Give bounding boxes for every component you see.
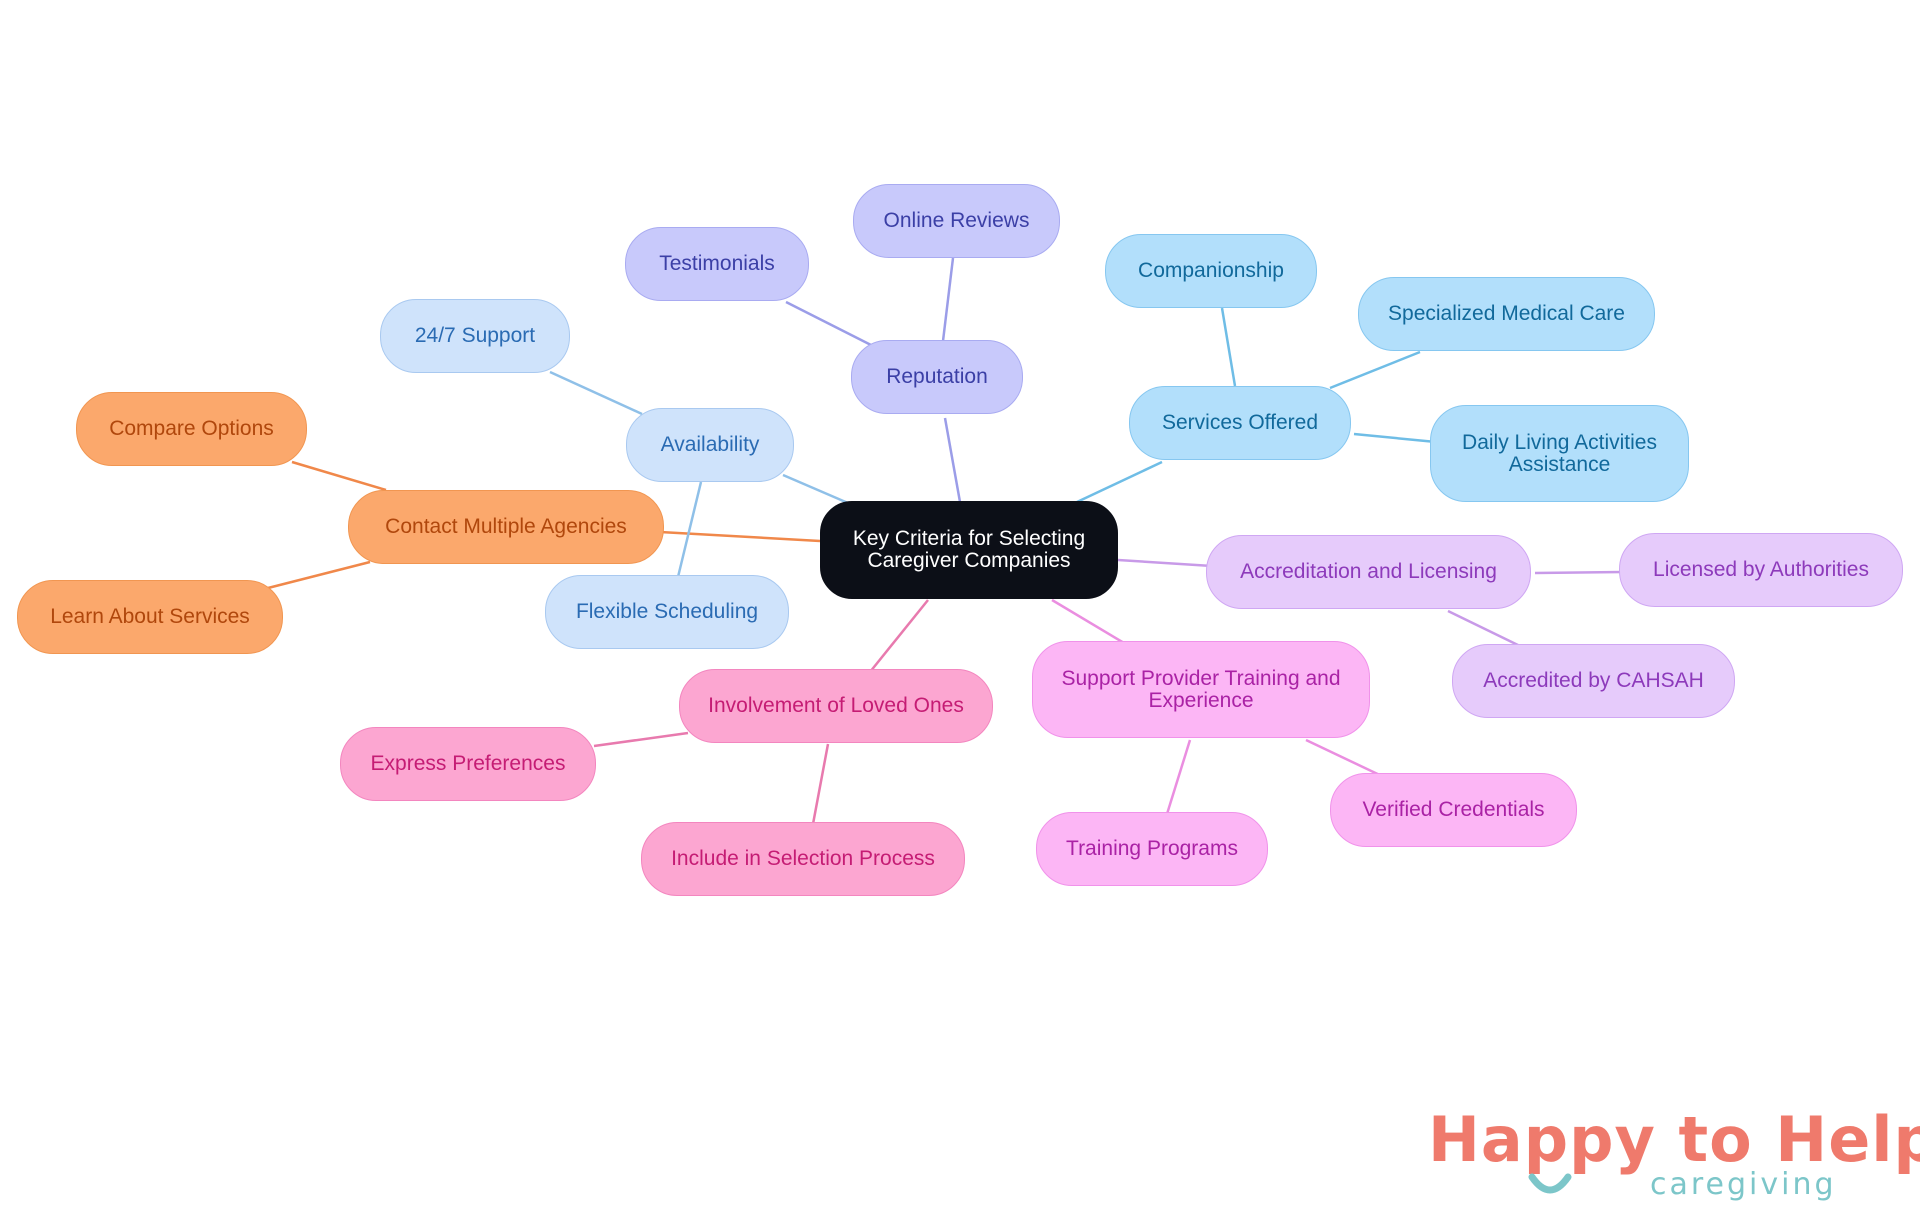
leaf-express-preferences[interactable]: Express Preferences [340,727,596,801]
edge-reputation-testimonials [785,300,872,347]
leaf-label: Flexible Scheduling [575,600,759,623]
edge-availability-flexible [676,481,703,578]
leaf-label: Accredited by CAHSAH [1483,669,1704,692]
leaf-label: Learn About Services [50,605,250,628]
edge-reputation-reviews [941,257,955,342]
leaf-label: Training Programs [1066,837,1238,860]
edge-training-credentials [1305,738,1387,780]
branch-label: Availability [660,433,760,456]
leaf-include-in-selection-process[interactable]: Include in Selection Process [641,822,965,896]
leaf-label: Licensed by Authorities [1653,558,1869,581]
edge-accreditation-cahsah [1447,609,1523,649]
leaf-label: Compare Options [109,417,274,440]
branch-label: Contact Multiple Agencies [385,515,627,538]
leaf-label: Online Reviews [883,209,1030,232]
leaf-label: Testimonials [659,252,775,275]
leaf-label: Companionship [1138,259,1284,282]
leaf-verified-credentials[interactable]: Verified Credentials [1330,773,1577,847]
edge-root-accreditation [1117,558,1213,568]
branch-label: Accreditation and Licensing [1240,560,1497,583]
leaf-daily-living-activities-assistance[interactable]: Daily Living Activities Assistance [1430,405,1689,502]
leaf-accredited-by-cahsah[interactable]: Accredited by CAHSAH [1452,644,1735,718]
edge-root-services [1076,460,1163,504]
leaf-label: Daily Living Activities Assistance [1462,430,1657,476]
smile-icon [1528,1173,1572,1194]
logo-subtitle: caregiving [1650,1167,1837,1202]
edge-services-medical [1329,350,1421,390]
edge-training-programs [1165,739,1192,815]
leaf-label: Specialized Medical Care [1388,302,1625,325]
root-node[interactable]: Key Criteria for Selecting Caregiver Com… [820,501,1118,599]
leaf-licensed-by-authorities[interactable]: Licensed by Authorities [1619,533,1903,607]
leaf-label: Include in Selection Process [671,847,935,870]
edge-root-involvement [869,599,929,673]
leaf-24-7-support[interactable]: 24/7 Support [380,299,570,373]
edge-availability-support [549,370,643,416]
branch-reputation[interactable]: Reputation [851,340,1023,414]
leaf-specialized-medical-care[interactable]: Specialized Medical Care [1358,277,1655,351]
branch-involvement-of-loved-ones[interactable]: Involvement of Loved Ones [679,669,993,743]
edge-contact-learn [267,560,371,590]
leaf-compare-options[interactable]: Compare Options [76,392,307,466]
happy-to-help-logo: Happy to Help caregiving [1428,1105,1920,1205]
edge-services-companionship [1220,307,1237,387]
leaf-label: Express Preferences [370,752,566,775]
edge-services-daily [1353,432,1437,444]
edge-root-reputation [943,417,962,503]
edge-contact-compare [291,460,387,492]
leaf-online-reviews[interactable]: Online Reviews [853,184,1060,258]
branch-contact-multiple-agencies[interactable]: Contact Multiple Agencies [348,490,664,564]
branch-label: Involvement of Loved Ones [708,694,964,717]
edge-involvement-include [811,743,830,825]
leaf-training-programs[interactable]: Training Programs [1036,812,1268,886]
branch-label: Support Provider Training and Experience [1061,666,1341,712]
leaf-label: 24/7 Support [414,324,536,347]
edge-root-availability [782,473,849,505]
leaf-label: Verified Credentials [1362,798,1545,821]
edge-involvement-preferences [593,731,689,748]
branch-accreditation-and-licensing[interactable]: Accreditation and Licensing [1206,535,1531,609]
edge-accreditation-licensed [1534,570,1624,575]
logo-title: Happy to Help [1428,1103,1920,1176]
root-label: Key Criteria for Selecting Caregiver Com… [852,527,1086,572]
branch-support-provider-training[interactable]: Support Provider Training and Experience [1032,641,1370,738]
leaf-testimonials[interactable]: Testimonials [625,227,809,301]
edge-root-training [1051,598,1125,645]
leaf-companionship[interactable]: Companionship [1105,234,1317,308]
branch-label: Services Offered [1161,411,1318,434]
leaf-flexible-scheduling[interactable]: Flexible Scheduling [545,575,789,649]
branch-availability[interactable]: Availability [626,408,794,482]
edge-root-contact [659,530,821,543]
branch-label: Reputation [886,365,988,388]
leaf-learn-about-services[interactable]: Learn About Services [17,580,283,654]
branch-services-offered[interactable]: Services Offered [1129,386,1351,460]
